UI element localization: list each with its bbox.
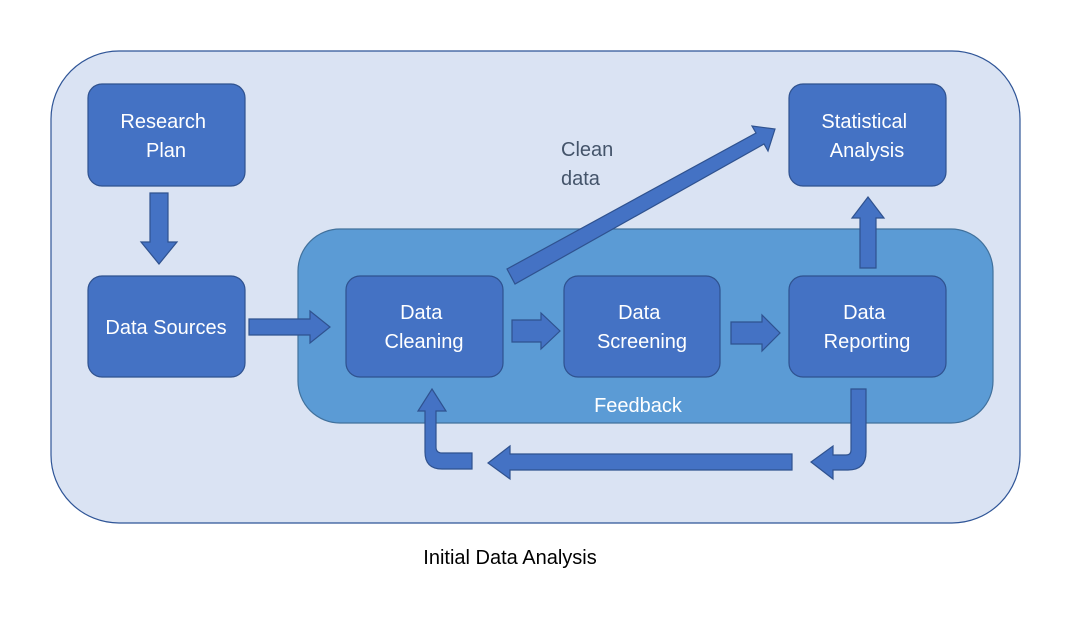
data-sources-label: Data Sources — [105, 317, 226, 339]
svg-text:Data Sources: Data Sources — [105, 317, 226, 339]
research-plan-line-2: Plan — [146, 140, 186, 162]
statistical-analysis-line-2: Analysis — [830, 140, 904, 162]
statistical-analysis-line-1: Statistical — [821, 111, 907, 133]
research-plan-line-1: Research — [120, 111, 206, 133]
arrow-sources-to-cleaning — [248, 309, 331, 345]
arrow-cleaning-to-screening — [511, 311, 561, 351]
svg-text:Clean data: Clean data — [561, 139, 619, 190]
svg-text:Statistical Analysis: Statistical Analysis — [821, 111, 912, 162]
data-reporting-line-1: Data — [843, 302, 886, 324]
arrow-feedback-left — [486, 444, 793, 481]
svg-text:Research Plan: Research Plan — [120, 111, 211, 162]
node-data-cleaning — [345, 275, 504, 378]
arrow-feedback-down — [809, 388, 867, 481]
svg-text:Feedback: Feedback — [594, 395, 683, 417]
arrow-feedback-up — [416, 387, 473, 470]
feedback-label: Feedback — [594, 395, 683, 417]
diagram-caption: Initial Data Analysis — [423, 547, 596, 569]
node-data-screening — [563, 275, 721, 378]
node-research-plan — [87, 83, 246, 187]
svg-text:Initial Data Analysis: Initial Data Analysis — [423, 547, 596, 569]
data-cleaning-line-2: Cleaning — [385, 331, 464, 353]
arrow-reporting-to-analysis — [850, 196, 886, 269]
svg-text:Data Reporting: Data Reporting — [824, 302, 911, 353]
node-data-reporting — [788, 275, 947, 378]
clean-data-label-line-2: data — [561, 168, 601, 190]
arrow-plan-to-sources — [139, 192, 179, 265]
svg-text:Data Screening: Data Screening — [597, 302, 687, 353]
node-data-sources — [87, 275, 246, 378]
data-reporting-line-2: Reporting — [824, 331, 911, 353]
arrow-screening-to-reporting — [730, 313, 781, 353]
data-screening-line-1: Data — [618, 302, 661, 324]
data-cleaning-line-1: Data — [400, 302, 443, 324]
svg-text:Data Cleaning: Data Cleaning — [385, 302, 464, 353]
node-statistical-analysis — [788, 83, 947, 187]
clean-data-label-line-1: Clean — [561, 139, 613, 161]
arrow-clean-data — [506, 125, 776, 285]
data-screening-line-2: Screening — [597, 331, 687, 353]
